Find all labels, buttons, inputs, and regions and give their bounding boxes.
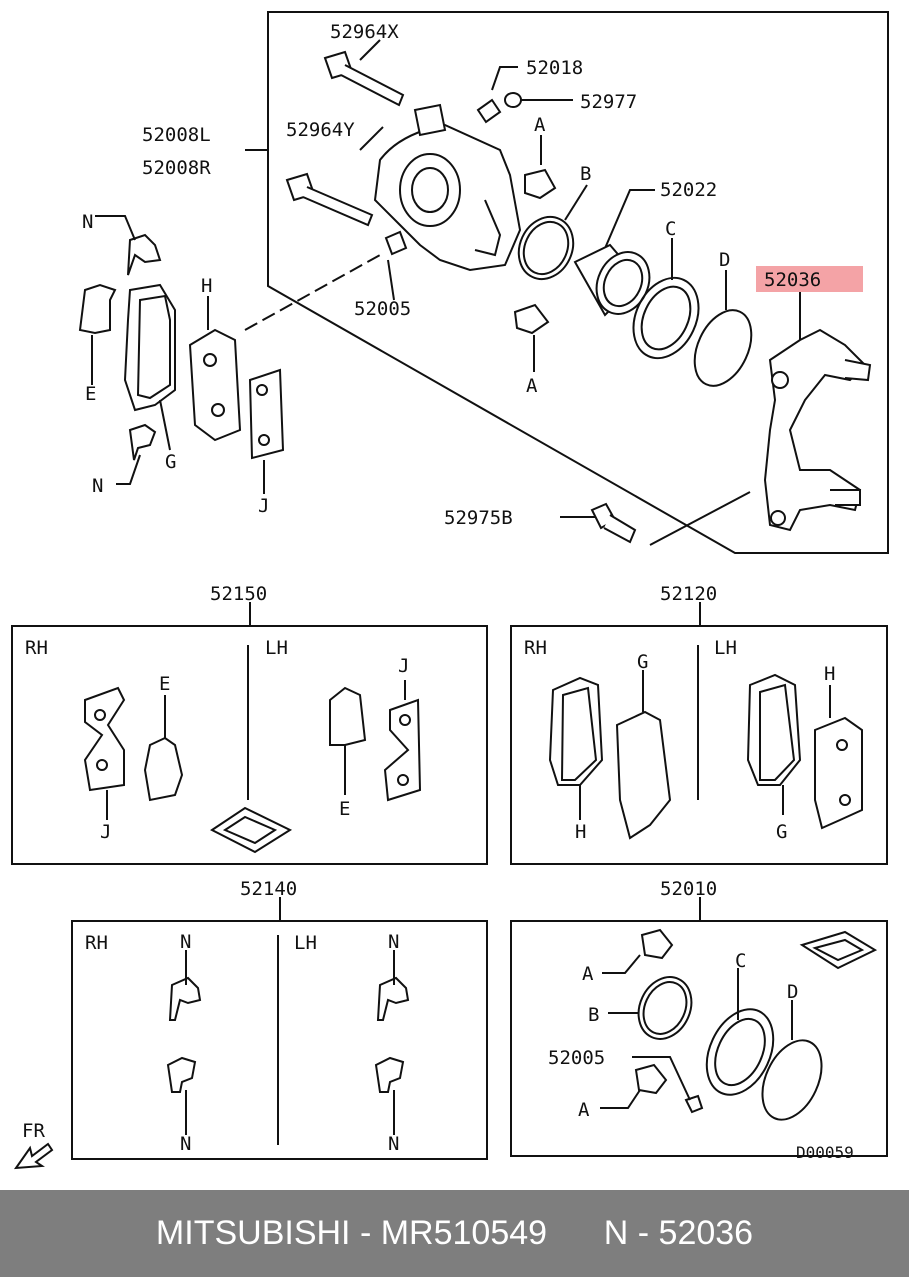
pad-assembly-left	[78, 233, 285, 461]
kit-52010-C: C	[735, 950, 746, 972]
kit-52120-H-rh: H	[575, 821, 586, 843]
kit-52150: 52150 RH LH E J J E	[11, 583, 488, 865]
footer-gap	[547, 1214, 604, 1253]
label-52036: 52036	[764, 269, 821, 291]
kit-52150-J-rh: J	[100, 821, 111, 843]
kit-52140-rh: RH	[85, 932, 108, 954]
front-arrow-icon	[13, 1142, 54, 1170]
parts-diagram: 52964X 52018 52977 52008L 52008R 52964Y …	[11, 11, 889, 1170]
label-52977: 52977	[580, 91, 637, 113]
kit-52010-ring-D	[761, 1039, 823, 1121]
label-52975B: 52975B	[444, 507, 513, 529]
footer-sep2: -	[628, 1214, 659, 1252]
label-52008L: 52008L	[142, 124, 211, 146]
kit-52140-N1: N	[180, 931, 191, 953]
label-J: J	[258, 495, 269, 517]
fr-label: FR	[22, 1120, 45, 1142]
kit-52150-J-lh: J	[398, 655, 409, 677]
label-52005: 52005	[354, 298, 411, 320]
label-52964Y: 52964Y	[286, 119, 355, 141]
highlight-box	[756, 266, 863, 292]
label-52018: 52018	[526, 57, 583, 79]
kit-52120-number: 52120	[660, 583, 717, 605]
label-52022: 52022	[660, 179, 717, 201]
label-C: C	[665, 218, 676, 240]
label-A-bottom: A	[526, 375, 538, 397]
kit-52010-52005: 52005	[548, 1047, 605, 1069]
kit-52120-G-lh: G	[776, 821, 787, 843]
kit-52150-E-lh: E	[339, 798, 350, 820]
kit-52120-G-rh: G	[637, 651, 648, 673]
bolt-52964X	[323, 50, 405, 107]
label-B: B	[580, 163, 591, 185]
label-G: G	[165, 451, 176, 473]
caliper-body	[373, 103, 522, 272]
kit-52140-N2: N	[180, 1133, 191, 1155]
label-A-top: A	[534, 114, 546, 136]
kit-52140-N4: N	[388, 1133, 399, 1155]
kit-52010-A1: A	[582, 963, 594, 985]
footer-ref-prefix: N	[603, 1214, 629, 1252]
kit-52140-number: 52140	[240, 878, 297, 900]
footer-bar: MITSUBISHI - MR510549 N - 52036	[0, 1190, 909, 1277]
diagram-code: D00059	[796, 1143, 854, 1162]
kit-52150-number: 52150	[210, 583, 267, 605]
kit-52120-rh: RH	[524, 637, 547, 659]
kit-52140: 52140 RH LH N N N N	[71, 878, 488, 1160]
label-N-top: N	[82, 211, 93, 233]
kit-52140-N3: N	[388, 931, 399, 953]
kit-52120-H-lh: H	[824, 663, 835, 685]
footer-ref-number: 52036	[658, 1214, 754, 1252]
kit-52120: 52120 RH LH G H H G	[510, 583, 888, 865]
label-H: H	[201, 275, 212, 297]
kit-52140-lh: LH	[294, 932, 317, 954]
kit-52150-rh: RH	[25, 637, 48, 659]
kit-52010-B: B	[588, 1004, 599, 1026]
ring-D	[693, 309, 753, 387]
kit-52120-lh: LH	[714, 637, 737, 659]
kit-52010-A2: A	[578, 1099, 590, 1121]
footer-part-number: MR510549	[380, 1214, 548, 1252]
label-E: E	[85, 383, 96, 405]
bolt-52975B	[590, 502, 637, 544]
kit-52010: 52010 A B C D 52005 A	[510, 878, 888, 1157]
kit-52010-number: 52010	[660, 878, 717, 900]
kit-52150-lh: LH	[265, 637, 288, 659]
label-52964X: 52964X	[330, 21, 399, 43]
kit-52010-D: D	[787, 981, 798, 1003]
caliper-support-52036	[763, 328, 872, 532]
footer-brand: MITSUBISHI	[155, 1214, 351, 1252]
kit-52010-boot-C	[705, 1008, 775, 1096]
label-N-bottom: N	[92, 475, 103, 497]
label-D: D	[719, 249, 730, 271]
bleeder-and-cap	[384, 92, 522, 256]
label-52008R: 52008R	[142, 157, 211, 179]
seal-B	[517, 215, 575, 281]
footer-sep1: -	[350, 1214, 381, 1252]
boot-C	[632, 276, 700, 360]
bolt-52964Y	[285, 172, 374, 227]
kit-52010-seal-B	[637, 976, 693, 1040]
kit-52150-E-rh: E	[159, 673, 170, 695]
main-frame	[267, 11, 889, 554]
piston	[573, 243, 651, 317]
boot-A	[513, 168, 557, 335]
